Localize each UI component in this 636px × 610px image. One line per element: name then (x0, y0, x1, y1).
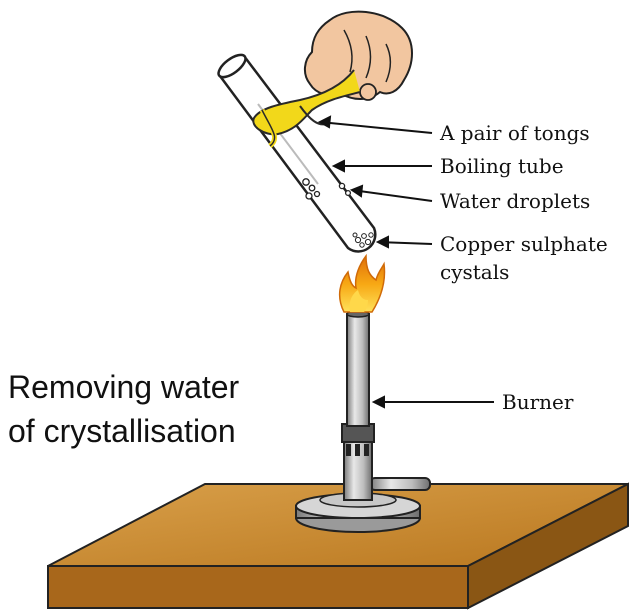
pointer-lines (317, 115, 494, 409)
caption-line-2: of crystallisation (8, 413, 236, 449)
hand (304, 10, 413, 101)
label-tongs: A pair of tongs (439, 121, 590, 145)
boiling-tube (217, 53, 377, 253)
label-boiling-tube: Boiling tube (440, 154, 564, 178)
bunsen-burner (295, 310, 431, 533)
water-droplets (302, 178, 352, 200)
tongs (252, 69, 361, 148)
label-crystals: cystals (440, 260, 509, 284)
copper-sulphate-crystals (352, 232, 374, 248)
label-water-droplets: Water droplets (440, 189, 590, 213)
label-copper-sulphate: Copper sulphate (440, 232, 608, 256)
label-burner: Burner (502, 390, 574, 414)
caption-line-1: Removing water (8, 369, 240, 405)
flame (338, 253, 386, 313)
